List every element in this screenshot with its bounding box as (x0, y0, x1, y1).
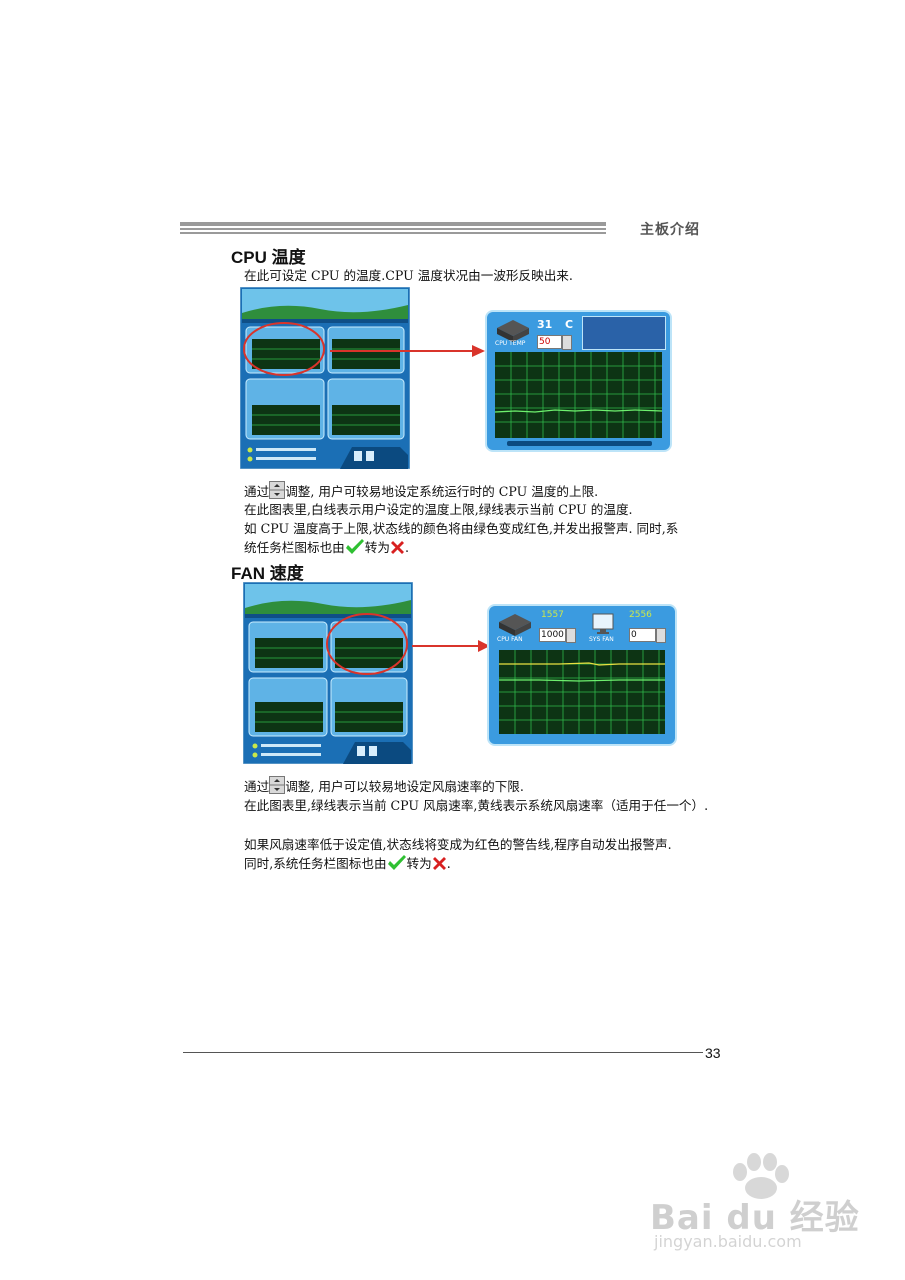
spin-button-icon (269, 776, 286, 794)
page-number: 33 (705, 1045, 721, 1061)
callout-arrow-2 (412, 640, 490, 652)
section-title-cpu-temp: CPU 温度 (231, 248, 306, 267)
cpu-temp-label: CPU TEMP (495, 340, 526, 347)
cpu-temp-spin-button[interactable] (562, 335, 572, 350)
fan-speed-line-2: 在此图表里,绿线表示当前 CPU 风扇速率,黄线表示系统风扇速率（适用于任一个）… (244, 798, 709, 813)
cpu-fan-limit-input[interactable]: 1000 (539, 628, 566, 642)
motherboard-thumbnail (582, 316, 666, 350)
fan-speed-graph (499, 650, 665, 734)
cpu-temp-line-4: 统任务栏图标也由转为. (244, 539, 409, 555)
cpu-temp-status-bar (507, 441, 652, 446)
cpu-temp-readout: 31 (537, 318, 553, 331)
cpu-temp-line-3: 如 CPU 温度高于上限,状态线的颜色将由绿色变成红色,并发出报警声. 同时,系 (244, 521, 679, 536)
monitor-icon (592, 613, 614, 634)
cpu-temp-intro: 在此可设定 CPU 的温度.CPU 温度状况由一波形反映出来. (244, 268, 573, 283)
hardware-monitor-screenshot-2 (243, 582, 413, 764)
hardware-monitor-screenshot-1 (240, 287, 410, 469)
baidu-watermark: Bai du 经验 jingyan.baidu.com (650, 1150, 860, 1251)
fan-speed-line-3: 如果风扇速率低于设定值,状态线将变成为红色的警告线,程序自动发出报警声. (244, 837, 672, 852)
cpu-temp-limit-input[interactable]: 50 (537, 335, 562, 349)
cpu-temp-graph (495, 352, 662, 438)
paw-logo-icon (733, 1153, 789, 1199)
cpu-chip-icon (497, 320, 529, 342)
fan-speed-zoom-panel: 1557 CPU FAN 1000 2556 SYS FAN 0 (487, 604, 677, 746)
green-check-icon (345, 539, 364, 554)
cpu-temp-zoom-panel: 31 C CPU TEMP 50 (485, 310, 672, 452)
footer-rule (183, 1052, 703, 1053)
spin-button-icon (269, 481, 286, 499)
green-check-icon (387, 855, 406, 870)
cpu-temp-line-1: 通过调整, 用户可较易地设定系统运行时的 CPU 温度的上限. (244, 481, 598, 501)
cpu-fan-label: CPU FAN (497, 636, 523, 643)
red-x-icon (432, 857, 446, 870)
watermark-url: jingyan.baidu.com (654, 1232, 802, 1251)
header-rule (180, 222, 606, 236)
cpu-temp-unit: C (565, 318, 574, 331)
section-title-fan-speed: FAN 速度 (231, 564, 304, 583)
red-x-icon (390, 541, 404, 554)
chapter-title: 主板介绍 (640, 222, 700, 238)
sys-fan-readout: 2556 (629, 610, 652, 620)
sys-fan-spin-button[interactable] (656, 628, 666, 643)
fan-speed-line-4: 同时,系统任务栏图标也由转为. (244, 855, 451, 871)
cpu-fan-spin-button[interactable] (566, 628, 576, 643)
callout-arrow-1 (330, 345, 485, 357)
cpu-fan-icon (499, 614, 531, 636)
fan-speed-line-1: 通过调整, 用户可以较易地设定风扇速率的下限. (244, 776, 524, 796)
sys-fan-label: SYS FAN (589, 636, 614, 643)
cpu-fan-readout: 1557 (541, 610, 564, 620)
sys-fan-limit-input[interactable]: 0 (629, 628, 656, 642)
cpu-temp-line-2: 在此图表里,白线表示用户设定的温度上限,绿线表示当前 CPU 的温度. (244, 502, 633, 517)
watermark-brand: Bai du 经验 (650, 1198, 860, 1238)
